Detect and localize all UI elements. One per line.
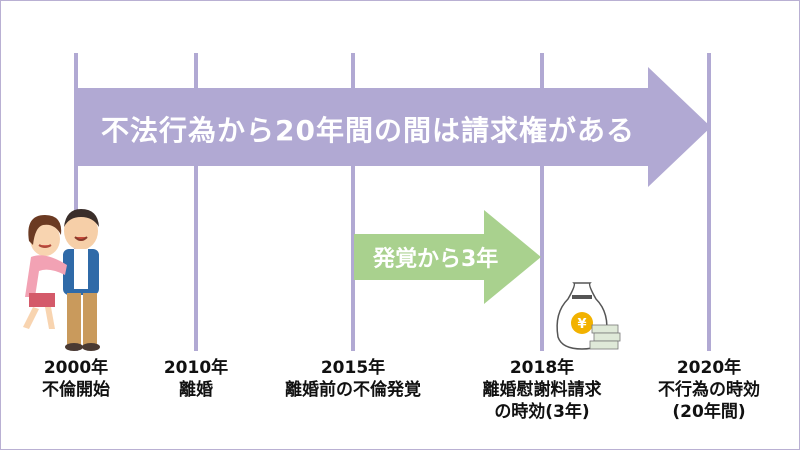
- short-arrow-label: 発覚から3年: [373, 247, 499, 272]
- milestone-year: 2015年: [320, 358, 386, 378]
- milestone-2000: 2000年 不倫開始: [1, 357, 161, 401]
- milestone-2020: 2020年 不行為の時効 (20年間): [624, 357, 794, 423]
- milestone-desc-2: (20年間): [672, 402, 746, 422]
- milestone-desc: 離婚前の不倫発覚: [285, 380, 421, 400]
- long-arrow-label: 不法行為から20年間の間は請求権がある: [101, 114, 635, 147]
- timeline-line-2000: [74, 53, 78, 351]
- milestone-desc: 不行為の時効: [658, 380, 760, 400]
- milestone-year: 2020年: [676, 358, 742, 378]
- long-arrow: [76, 67, 711, 187]
- milestone-year: 2010年: [163, 358, 229, 378]
- milestone-desc: 離婚: [179, 380, 213, 400]
- timeline-line-2010: [194, 53, 198, 351]
- couple-illustration: [23, 209, 100, 351]
- timeline-line-2015: [351, 53, 355, 351]
- milestone-desc: 離婚慰謝料請求: [482, 380, 602, 400]
- milestone-2018: 2018年 離婚慰謝料請求 の時効(3年): [457, 357, 627, 423]
- milestone-2015: 2015年 離婚前の不倫発覚: [268, 357, 438, 401]
- timeline-line-2018: [540, 53, 544, 351]
- svg-text:¥: ¥: [577, 317, 586, 332]
- milestone-year: 2000年: [43, 358, 109, 378]
- milestone-year: 2018年: [509, 358, 575, 378]
- milestone-desc: 不倫開始: [42, 380, 110, 400]
- milestone-2010: 2010年 離婚: [111, 357, 281, 401]
- timeline-line-2020: [707, 53, 711, 351]
- milestone-desc-2: の時効(3年): [494, 402, 590, 422]
- short-arrow: [354, 210, 541, 304]
- money-bag-illustration: ¥: [556, 282, 621, 350]
